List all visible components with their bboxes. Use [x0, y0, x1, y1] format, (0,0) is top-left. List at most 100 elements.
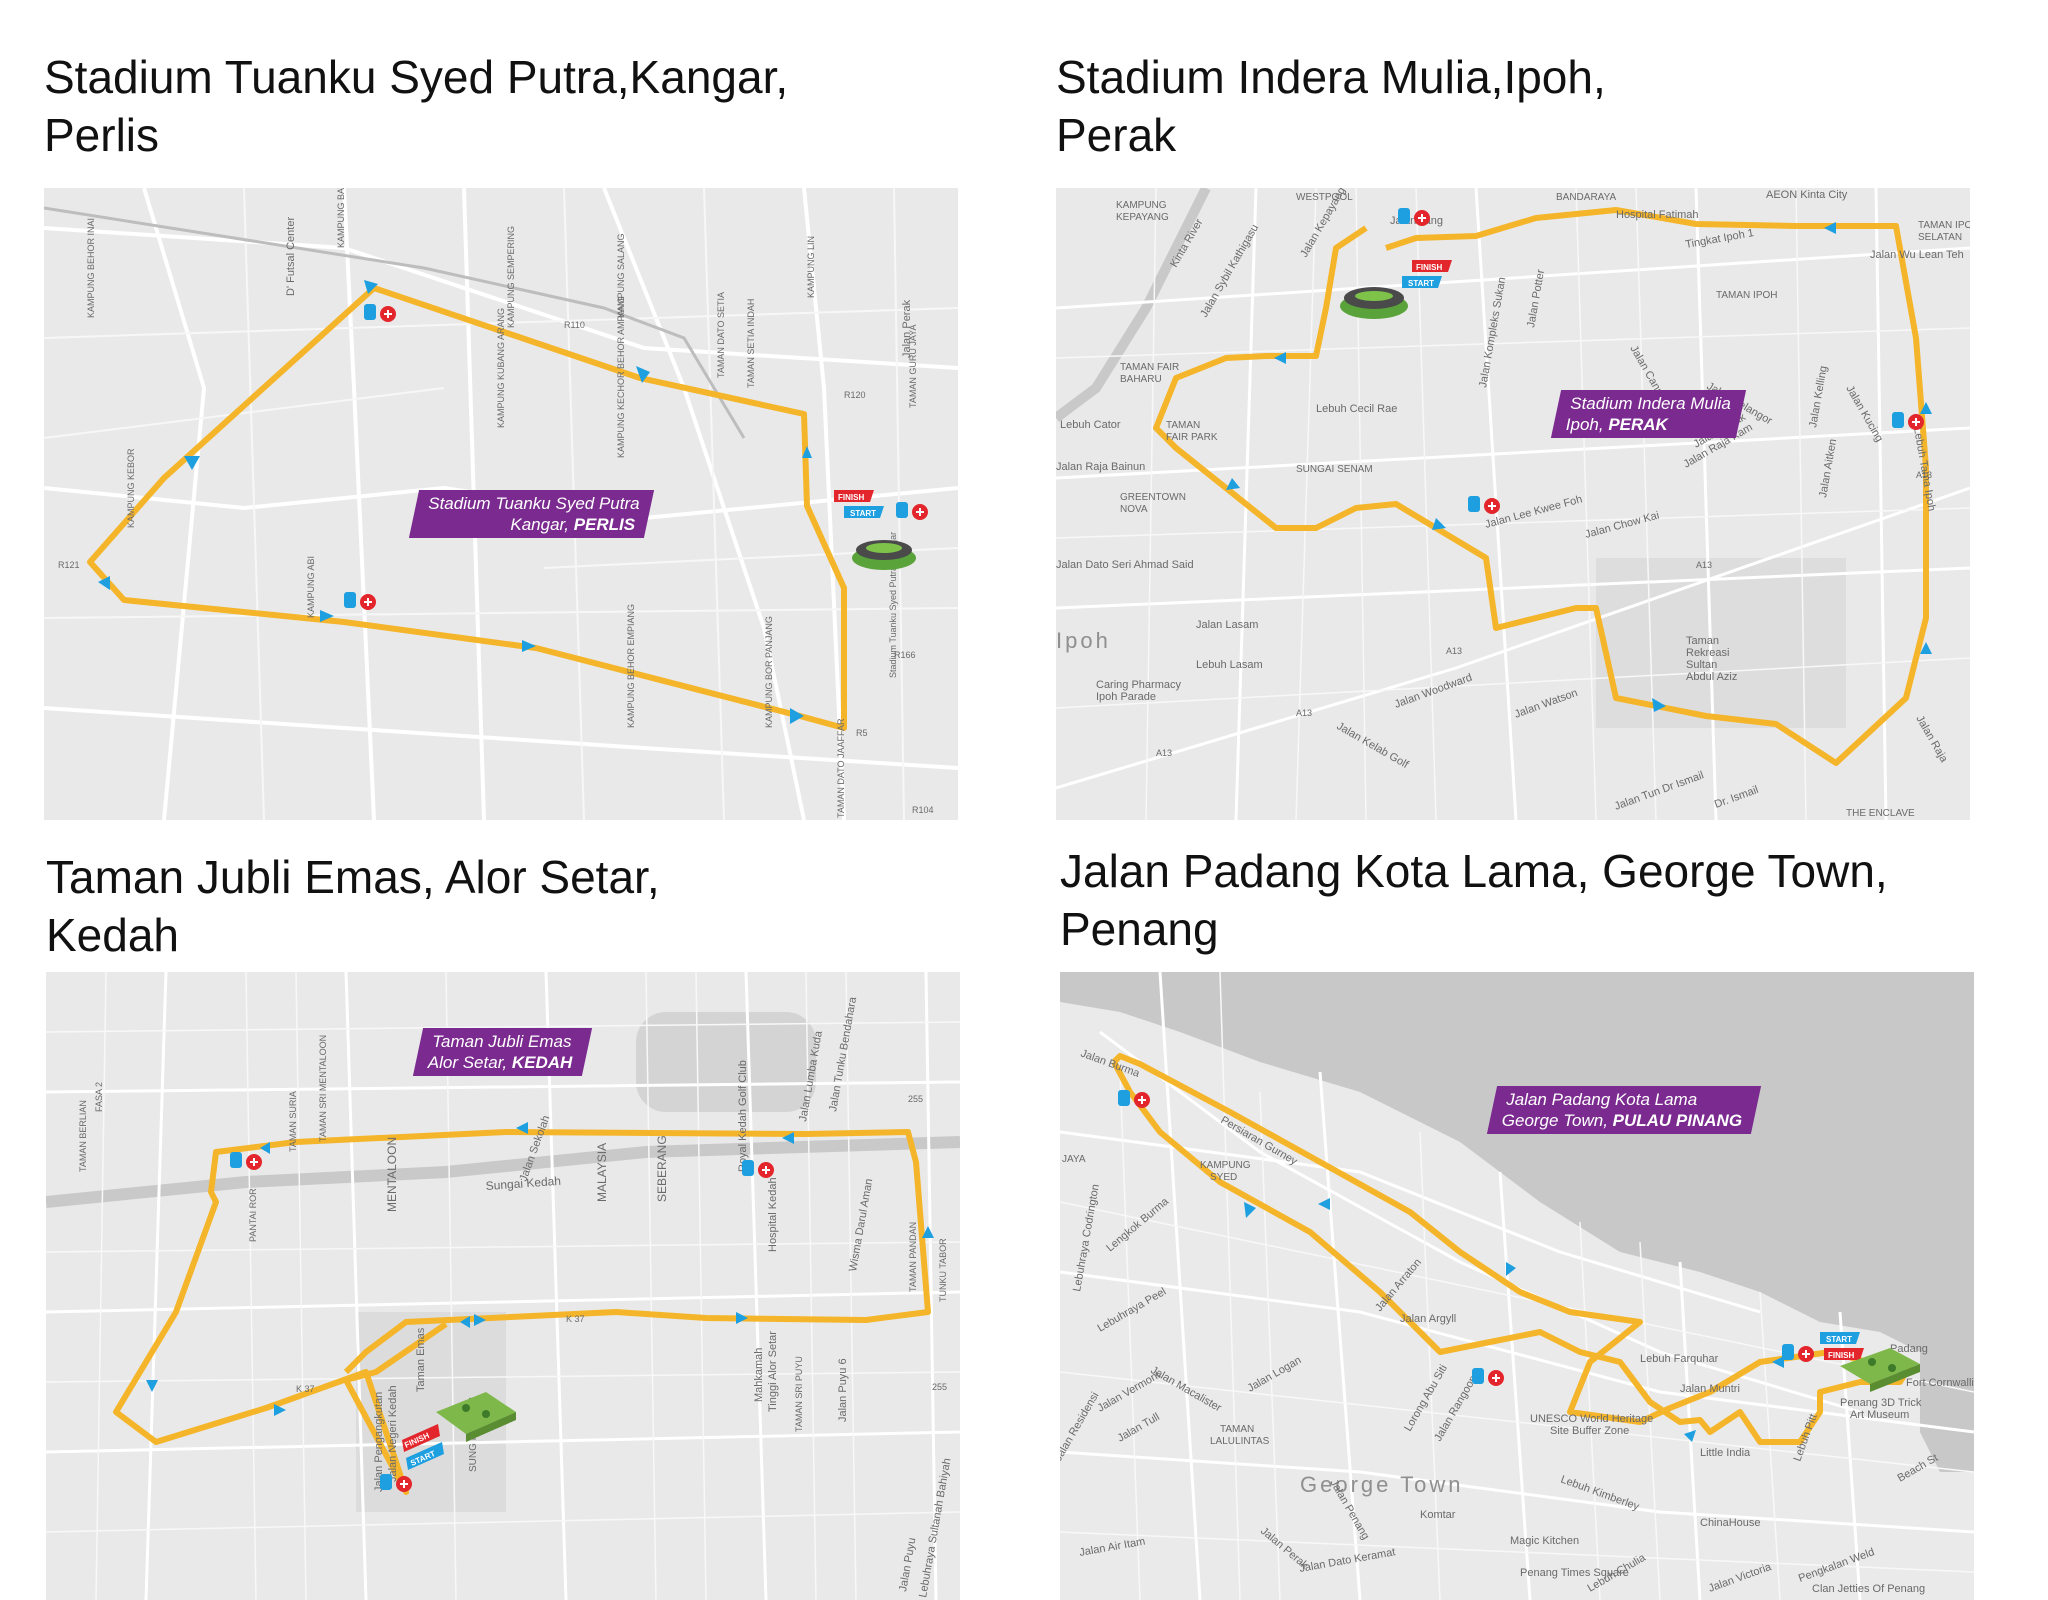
- map-label: TAMAN: [1220, 1424, 1254, 1435]
- map-label: BAHARU: [1120, 374, 1162, 385]
- map-label: UNESCO World Heritage: [1530, 1413, 1653, 1425]
- panel-title: Stadium Indera Mulia,Ipoh, Perak: [1056, 48, 1606, 164]
- map-label: TAMAN SETIA INDAH: [746, 299, 756, 388]
- map-label: ChinaHouse: [1700, 1517, 1761, 1529]
- route-arrow: [474, 1314, 486, 1326]
- map-label: Jalan Logan: [1246, 1354, 1304, 1394]
- map-label: Jalan Sekolah: [518, 1114, 553, 1183]
- route-map[interactable]: Jalan Burma Persiaran Gurney KAMPUNG SYE…: [1060, 972, 1974, 1600]
- tag-line-2: Kangar,: [510, 515, 574, 534]
- map-label: KAMPUNG SALANG: [616, 233, 626, 318]
- map-label: D' Futsal Center: [285, 217, 297, 296]
- map-canvas: Jalan Burma Persiaran Gurney KAMPUNG SYE…: [1060, 972, 1974, 1600]
- direction-arrows: [1226, 222, 1932, 712]
- map-label: Padang: [1890, 1343, 1928, 1355]
- map-label: Jalan Tun Dr Ismail: [1613, 769, 1706, 812]
- map-label: R166: [894, 650, 916, 660]
- title-line-1: Stadium Tuanku Syed Putra,Kangar,: [44, 51, 789, 103]
- map-label: TAMAN DATO JAAFFAR: [836, 718, 846, 818]
- map-label: R104: [912, 805, 934, 815]
- tag-line-1: Jalan Padang Kota Lama: [1506, 1090, 1698, 1109]
- map-label: Penang 3D Trick: [1840, 1397, 1922, 1409]
- map-label: Jalan Lee Kwee Foh: [1484, 493, 1584, 531]
- route-map[interactable]: TAMAN BERLIAN FASA 2 TAMAN SURIA TAMAN S…: [46, 972, 960, 1600]
- map-label: Rekreasi: [1686, 647, 1729, 659]
- route-map[interactable]: D' Futsal Center KAMPUNG BATU DUA KAMPUN…: [44, 188, 958, 820]
- start-finish-marker: START FINISH: [1820, 1332, 1864, 1360]
- map-label: Jalan Woodward: [1393, 672, 1474, 711]
- route-map[interactable]: KAMPUNG KEPAYANG WESTPOOL BANDARAYA Hosp…: [1056, 188, 1970, 820]
- route-arrow: [1274, 352, 1286, 364]
- map-label: KAMPUNG BATU DUA: [336, 188, 346, 248]
- map-label: KAMPUNG SEMPERING: [506, 226, 516, 328]
- race-route: [113, 1129, 931, 1495]
- map-label: Hospital Kedah: [767, 1177, 779, 1252]
- map-label: Lebuh Cecil Rae: [1316, 403, 1397, 415]
- map-label: LALULINTAS: [1210, 1436, 1270, 1447]
- map-label: Sungai Kedah: [485, 1174, 561, 1193]
- water-station: [1892, 412, 1924, 430]
- route-arrow: [274, 1404, 286, 1416]
- map-label: K 37: [296, 1384, 315, 1394]
- map-label: Jalan Tunku Bendahara: [827, 995, 859, 1112]
- map-label: TAMAN PANDAN: [908, 1222, 918, 1292]
- map-label: Little India: [1700, 1447, 1751, 1459]
- map-label: Lebuh Lasam: [1196, 659, 1263, 671]
- route-arrow: [922, 1226, 934, 1238]
- map-label: Jalan Kelling: [1807, 365, 1830, 429]
- panel-title: Stadium Tuanku Syed Putra,Kangar, Perlis: [44, 48, 788, 164]
- tag-line-2: Ipoh,: [1565, 415, 1609, 434]
- map-label: Mahkamah: [753, 1348, 765, 1402]
- map-label: KAMPUNG: [1116, 200, 1167, 211]
- route-arrow: [1318, 1198, 1330, 1210]
- water-station: [1398, 208, 1430, 226]
- map-label: KAMPUNG BOR PANJANG: [764, 616, 774, 728]
- map-label: Abdul Aziz: [1686, 671, 1737, 683]
- map-label: A13: [1696, 560, 1712, 570]
- title-line-2: Kedah: [46, 909, 180, 961]
- river: [1056, 188, 1211, 422]
- map-label: TAMAN: [1166, 420, 1200, 431]
- finish-label: FINISH: [838, 493, 864, 502]
- map-label: Jalan Kelab Golf: [1335, 720, 1412, 771]
- title-line-1: Taman Jubli Emas, Alor Setar,: [46, 851, 660, 903]
- start-label: START: [1826, 1335, 1852, 1344]
- map-label: George Town: [1300, 1472, 1463, 1497]
- map-label: Jalan Air Itam: [1078, 1536, 1146, 1559]
- title-line-1: Stadium Indera Mulia,Ipoh,: [1056, 51, 1606, 103]
- map-label: KAMPUNG LIN: [806, 236, 816, 298]
- tag-state: PULAU PINANG: [1612, 1111, 1743, 1130]
- route-arrow: [98, 576, 110, 590]
- route-arrow: [636, 366, 650, 383]
- map-label: FAIR PARK: [1166, 432, 1218, 443]
- map-labels: D' Futsal Center KAMPUNG BATU DUA KAMPUN…: [58, 188, 934, 818]
- river: [46, 1136, 960, 1208]
- map-label: Art Museum: [1850, 1409, 1909, 1421]
- map-label: SEBERANG: [655, 1135, 669, 1202]
- water-station: [344, 592, 376, 610]
- finish-label: FINISH: [1828, 1351, 1854, 1360]
- route-arrow: [1652, 698, 1666, 712]
- water-station: [742, 1160, 774, 1178]
- map-label: THE ENCLAVE: [1846, 808, 1915, 819]
- map-label: Jalan Pengangkutan: [373, 1392, 385, 1492]
- route-arrow: [1432, 518, 1446, 530]
- map-label: A13: [1446, 646, 1462, 656]
- route-arrow: [516, 1122, 528, 1134]
- route-arrow: [260, 1142, 270, 1154]
- water-station: [230, 1152, 262, 1170]
- start-label: START: [1408, 279, 1434, 288]
- map-label: Site Buffer Zone: [1550, 1425, 1629, 1437]
- railway: [44, 206, 746, 439]
- map-label: TAMAN DATO SETIA: [716, 292, 726, 378]
- map-label: MALAYSIA: [595, 1143, 609, 1202]
- tag-line-2: George Town,: [1501, 1111, 1613, 1130]
- start-finish-marker: FINISH START: [1402, 260, 1452, 288]
- map-label: Jalan Raja Bainun: [1056, 461, 1145, 473]
- map-label: TAMAN SRI PUYU: [794, 1356, 804, 1432]
- map-canvas: KAMPUNG KEPAYANG WESTPOOL BANDARAYA Hosp…: [1056, 188, 1970, 820]
- minor-roads: [1056, 188, 1970, 820]
- map-label: Jalan Negeri Kedah: [387, 1385, 399, 1482]
- route-arrow: [782, 1132, 794, 1144]
- tag-state: PERLIS: [573, 515, 636, 534]
